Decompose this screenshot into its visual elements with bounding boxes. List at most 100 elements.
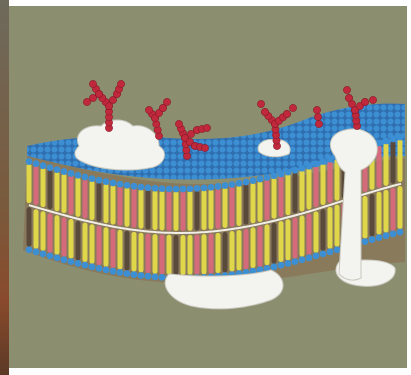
carbohydrate-chain-icon (175, 120, 182, 127)
phospholipid-head-icon (96, 177, 103, 184)
lipid-tail (258, 226, 263, 267)
lipid-tail (279, 176, 284, 217)
phospholipid-head-icon (145, 273, 152, 280)
lipid-tail (111, 229, 116, 269)
phospholipid-head-icon (215, 183, 222, 190)
lipid-tail (146, 233, 151, 273)
lipid-tail (83, 179, 88, 219)
phospholipid-head-icon (110, 268, 117, 275)
phospholipid-head-icon (82, 174, 89, 181)
lipid-tail (251, 183, 256, 224)
phospholipid-head-icon (33, 248, 40, 255)
phospholipid-head-icon (306, 254, 313, 261)
phospholipid-head-icon (152, 273, 159, 280)
carbohydrate-chain-icon (289, 104, 296, 111)
lipid-tail (111, 185, 116, 225)
lipid-tail (377, 192, 382, 235)
phospholipid-head-icon (61, 168, 68, 175)
lipid-tail (160, 235, 165, 275)
phospholipid-head-icon (278, 262, 285, 269)
carbohydrate-chain-icon (261, 108, 268, 115)
lipid-tail (104, 227, 109, 267)
carbohydrate-chain-icon (361, 98, 368, 105)
phospholipid-head-icon (89, 175, 96, 182)
lipid-tail (391, 141, 396, 184)
phospholipid-head-icon (299, 256, 306, 263)
lipid-tail (125, 231, 130, 271)
phospholipid-head-icon (82, 262, 89, 269)
carbohydrate-chain-icon (345, 94, 352, 101)
lipid-tail (97, 182, 102, 222)
phospholipid-head-icon (54, 166, 61, 173)
lipid-tail (307, 214, 312, 255)
lipid-tail (307, 168, 312, 209)
phospholipid-head-icon (159, 185, 166, 192)
phospholipid-head-icon (96, 265, 103, 272)
lipid-tail (237, 230, 242, 271)
phospholipid-head-icon (61, 256, 68, 263)
carbohydrate-chain-icon (257, 100, 264, 107)
phospholipid-head-icon (208, 184, 215, 191)
phospholipid-head-icon (320, 250, 327, 257)
lipid-tail (139, 233, 144, 273)
phospholipid-head-icon (26, 158, 33, 165)
lipid-tail (251, 227, 256, 268)
phospholipid-head-icon (201, 184, 208, 191)
phospholipid-head-icon (131, 271, 138, 278)
phospholipid-head-icon (40, 162, 47, 169)
lipid-tail (300, 215, 305, 256)
lipid-tail (174, 235, 179, 275)
lipid-tail (41, 168, 46, 208)
lipid-tail (335, 205, 340, 247)
phospholipid-head-icon (131, 183, 138, 190)
lipid-tail (209, 189, 214, 229)
lipid-tail (370, 194, 375, 237)
lipid-tail (69, 175, 74, 215)
lipid-tail (314, 166, 319, 207)
lipid-tail (62, 217, 67, 257)
lipid-tail (146, 190, 151, 230)
lipid-tail (195, 235, 200, 275)
carbohydrate-chain-icon (315, 120, 322, 127)
lipid-tail (321, 163, 326, 205)
lipid-tail (265, 224, 270, 265)
phospholipid-head-icon (124, 270, 131, 277)
lipid-tail (202, 234, 207, 274)
phospholipid-head-icon (75, 172, 82, 179)
phospholipid-head-icon (159, 274, 166, 281)
membrane-protein-top-left (75, 120, 165, 170)
lipid-tail (181, 235, 186, 275)
lipid-tail (363, 196, 368, 239)
phospholipid-head-icon (103, 266, 110, 273)
phospholipid-head-icon (257, 176, 264, 183)
phospholipid-head-icon (327, 156, 334, 163)
lipid-tail (216, 188, 221, 228)
phospholipid-head-icon (68, 258, 75, 265)
phospholipid-head-icon (180, 186, 187, 193)
lipid-tail (104, 184, 109, 224)
lipid-tail (202, 190, 207, 230)
phospholipid-head-icon (327, 248, 334, 255)
lipid-tail (230, 186, 235, 227)
lipid-tail (286, 219, 291, 260)
lipid-tail (76, 177, 81, 217)
phospholipid-head-icon (103, 178, 110, 185)
lipid-tail (328, 207, 333, 249)
phospholipid-head-icon (54, 254, 61, 261)
phospholipid-head-icon (250, 177, 257, 184)
lipid-tail (328, 161, 333, 203)
phospholipid-head-icon (47, 164, 54, 171)
lipid-tail (41, 211, 46, 251)
phospholipid-head-icon (236, 180, 243, 187)
phospholipid-head-icon (271, 263, 278, 270)
phospholipid-head-icon (152, 185, 159, 192)
lipid-tail (188, 235, 193, 275)
lipid-tail (286, 174, 291, 215)
lipid-tail (265, 179, 270, 220)
lipid-tail (34, 209, 39, 249)
phospholipid-head-icon (166, 186, 173, 193)
phospholipid-head-icon (75, 260, 82, 267)
phospholipid-head-icon (278, 171, 285, 178)
lipid-tail (230, 231, 235, 272)
